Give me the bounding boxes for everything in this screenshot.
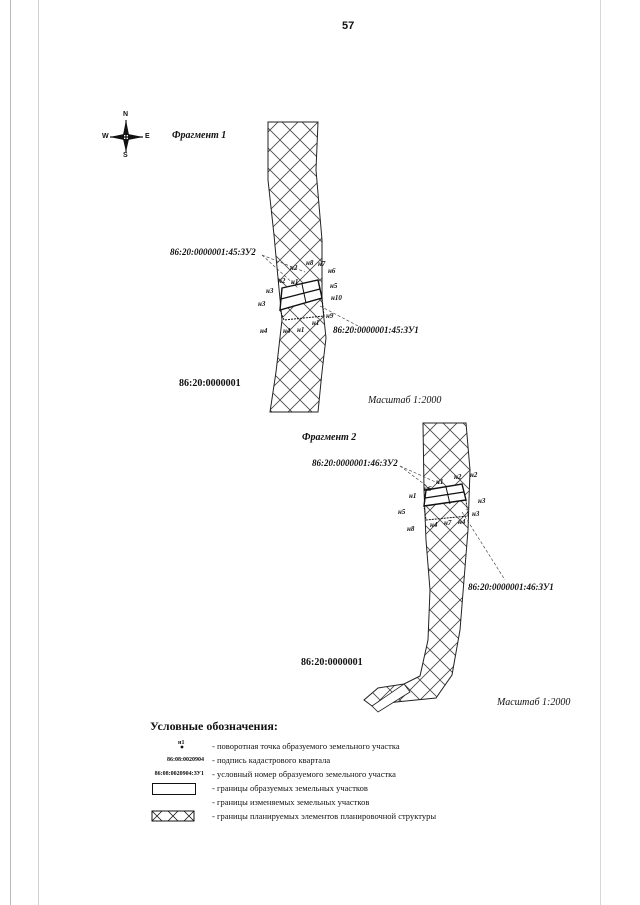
legend-box-solid — [152, 783, 196, 795]
point-label: н8 — [407, 525, 415, 533]
fragment-1-title: Фрагмент 1 — [172, 130, 227, 141]
point-label: н4 — [283, 327, 291, 335]
compass-north: N — [123, 111, 129, 118]
legend-item: - границы планируемых элементов планиров… — [120, 810, 540, 824]
point-label: н3 — [478, 497, 486, 505]
point-label: н4 — [260, 327, 268, 335]
point-label: н7 — [444, 519, 452, 527]
page-number: 57 — [342, 20, 355, 32]
fragment-2-plot-upper: 86:20:0000001:46:ЗУ2 — [312, 458, 398, 468]
compass-west: W — [102, 133, 109, 140]
fragment-2-plot-lower: 86:20:0000001:46:ЗУ1 — [468, 582, 554, 592]
left-margin-line — [10, 0, 11, 905]
point-label: н3 — [266, 287, 274, 295]
point-label: н3 — [258, 300, 266, 308]
point-label: н8 — [306, 259, 314, 267]
legend-symbol: 86:08:0020904:ЗУ1 — [154, 771, 204, 777]
fragment-1-point-labels: н2 н2 н1 н3 н8 н7 н6 н5 н10 н3 н9 н4 н4 … — [258, 259, 342, 335]
fragment-2-plots — [399, 465, 506, 581]
legend-title: Условные обозначения: — [150, 719, 278, 733]
legend-text: - подпись кадастрового квартала — [212, 755, 331, 765]
point-label: н2 — [278, 277, 286, 285]
point-label: н7 — [318, 260, 326, 268]
point-label: н9 — [326, 312, 334, 320]
fragment-1-plots — [261, 254, 361, 328]
legend-text: - границы планируемых элементов планиров… — [212, 811, 437, 821]
legend-text: - поворотная точка образуемого земельног… — [212, 741, 400, 751]
point-label: н5 — [398, 508, 406, 516]
point-label: н1 — [436, 478, 443, 486]
fragment-2-scale: Масштаб 1:2000 — [497, 697, 571, 708]
point-label: н2 — [454, 473, 462, 481]
point-label: н1 — [297, 326, 304, 334]
point-label: н10 — [331, 294, 342, 302]
legend-text: - условный номер образуемого земельного … — [212, 769, 396, 779]
fragment-1-plot-lower: 86:20:0000001:45:ЗУ1 — [333, 325, 419, 335]
fragment-1-plot-upper: 86:20:0000001:45:ЗУ2 — [170, 247, 256, 257]
fragment-2-point-labels: н1 н2 н2 н6 н1 н3 н5 н3 н4 н4 н7 н8 — [398, 471, 486, 533]
point-label: н4 — [458, 518, 466, 526]
point-label: н1 — [409, 492, 416, 500]
fragment-1-scale: Масштаб 1:2000 — [368, 395, 442, 406]
fragment-1-block-label: 86:20:0000001 — [179, 378, 241, 389]
legend-symbol: 86:08:0020904 — [167, 757, 204, 763]
compass-east: E — [145, 133, 150, 140]
legend-hatch-symbol — [151, 810, 195, 822]
point-label: н2 — [290, 264, 298, 272]
fragment-2-title: Фрагмент 2 — [302, 432, 357, 443]
legend-text: - границы образуемых земельных участков — [212, 783, 368, 793]
point-label: н1 — [312, 319, 319, 327]
point-label: н5 — [330, 282, 338, 290]
point-label: н1 — [291, 278, 298, 286]
right-margin-line — [600, 0, 601, 905]
legend-item: - границы образуемых земельных участков — [120, 782, 540, 796]
compass-south: S — [123, 152, 128, 159]
point-label: н6 — [328, 267, 336, 275]
legend-item: 86:08:0020904 - подпись кадастрового ква… — [120, 754, 540, 768]
point-label: н4 — [430, 521, 438, 529]
point-label: н2 — [470, 471, 478, 479]
legend-point-symbol — [180, 745, 184, 749]
point-label: н6 — [424, 485, 432, 493]
compass-glyph — [110, 120, 143, 152]
legend-item: 86:08:0020904:ЗУ1 - условный номер образ… — [120, 768, 540, 782]
legend-symbol: н1 — [178, 740, 185, 746]
legend-item: - границы изменяемых земельных участков — [120, 796, 540, 810]
legend-text: - границы изменяемых земельных участков — [212, 797, 370, 807]
left-margin-line-2 — [38, 0, 39, 905]
legend-item: н1 - поворотная точка образуемого земель… — [120, 740, 540, 754]
fragment-1-strip — [267, 121, 327, 413]
point-label: н3 — [472, 510, 480, 518]
fragment-2-block-label: 86:20:0000001 — [301, 657, 363, 668]
